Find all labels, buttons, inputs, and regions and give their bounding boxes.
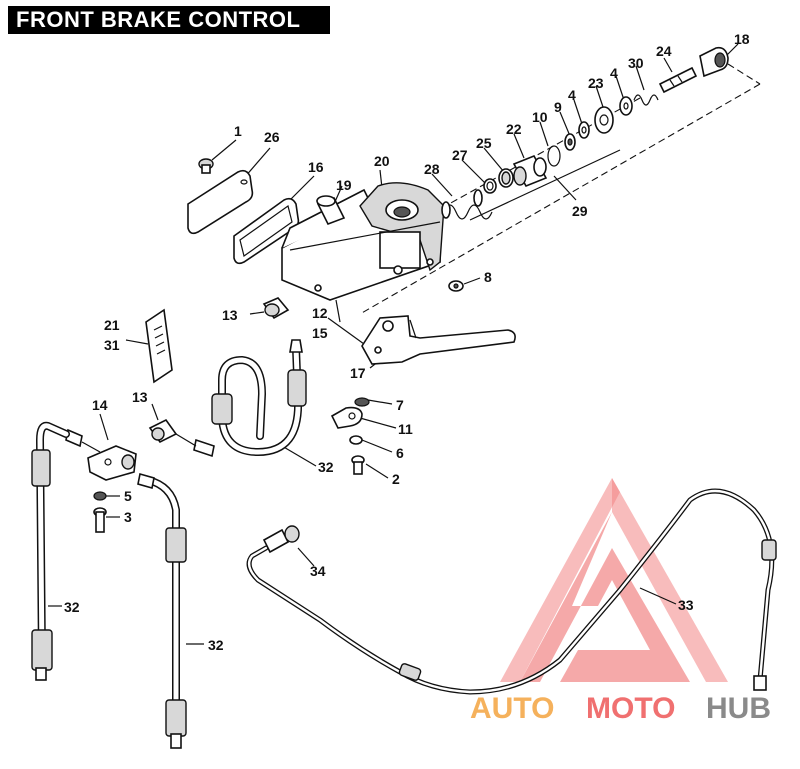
reservoir-cover xyxy=(187,169,254,235)
callout-3: 3 xyxy=(124,509,132,525)
callout-27: 27 xyxy=(452,147,468,163)
spring-seat xyxy=(483,178,497,194)
callout-17: 17 xyxy=(350,365,366,381)
pushrod xyxy=(658,66,698,94)
washer-b xyxy=(619,96,633,116)
callout-33: 33 xyxy=(678,597,694,613)
watermark-word-hub: HUB xyxy=(706,692,771,725)
callout-labels: 1 26 16 19 20 28 27 25 22 10 9 4 23 4 30… xyxy=(64,31,750,653)
hose-fitting-elbow xyxy=(148,418,197,447)
clamp-screw xyxy=(351,455,365,475)
bleeder-nut xyxy=(448,280,464,292)
callout-26: 26 xyxy=(264,129,280,145)
callout-16: 16 xyxy=(308,159,324,175)
watermark-word-moto: MOTO xyxy=(586,692,675,725)
center-brake-hose xyxy=(137,472,187,749)
callout-22: 22 xyxy=(506,121,522,137)
block-bolt xyxy=(93,507,107,533)
callout-7: 7 xyxy=(396,397,404,413)
callout-5: 5 xyxy=(124,488,132,504)
master-cylinder-body xyxy=(281,182,445,301)
callout-29: 29 xyxy=(572,203,588,219)
callout-10: 10 xyxy=(532,109,548,125)
piston-spring xyxy=(441,189,493,220)
secondary-cup xyxy=(564,133,576,151)
steel-brake-line xyxy=(246,488,777,695)
leader-lines xyxy=(48,43,739,645)
boot xyxy=(594,106,614,134)
watermark-logo xyxy=(500,478,728,682)
callout-25: 25 xyxy=(476,135,492,151)
pivot-pin xyxy=(316,195,346,226)
brake-lever xyxy=(361,315,516,365)
banjo-fitting xyxy=(262,297,290,320)
page-title: FRONT BRAKE CONTROL xyxy=(16,7,301,32)
callout-15: 15 xyxy=(312,325,328,341)
callout-32-left: 32 xyxy=(64,599,80,615)
caution-decal xyxy=(145,308,173,384)
clamp xyxy=(330,406,363,429)
callout-34: 34 xyxy=(310,563,326,579)
watermark-text: AUTO MOTO HUB xyxy=(470,692,771,725)
callout-32-center: 32 xyxy=(208,637,224,653)
nut xyxy=(354,397,370,407)
junction-block xyxy=(65,428,137,481)
piston-cup xyxy=(498,168,514,188)
callout-13-top: 13 xyxy=(222,307,238,323)
callout-9: 9 xyxy=(554,99,562,115)
callout-18: 18 xyxy=(734,31,750,47)
washer-a xyxy=(578,121,590,139)
pushrod-cap xyxy=(699,46,729,78)
callout-30: 30 xyxy=(628,55,644,71)
callout-23: 23 xyxy=(588,75,604,91)
left-brake-hose xyxy=(31,421,70,681)
callout-31: 31 xyxy=(104,337,120,353)
block-nut xyxy=(93,491,107,501)
callout-32-upper: 32 xyxy=(318,459,334,475)
cover-screw xyxy=(198,158,214,174)
callout-11: 11 xyxy=(398,421,413,437)
o-ring xyxy=(547,145,561,167)
callout-20: 20 xyxy=(374,153,390,169)
piston xyxy=(512,154,548,188)
callout-12: 12 xyxy=(312,305,328,321)
callout-4-left: 4 xyxy=(568,87,576,103)
callout-14: 14 xyxy=(92,397,108,413)
watermark-word-auto: AUTO xyxy=(470,692,554,725)
callout-8: 8 xyxy=(484,269,492,285)
pushrod-spring xyxy=(633,94,659,106)
line-fitting xyxy=(262,525,300,554)
callout-6: 6 xyxy=(396,445,404,461)
callout-28: 28 xyxy=(424,161,440,177)
callout-2: 2 xyxy=(392,471,400,487)
callout-19: 19 xyxy=(336,177,352,193)
callout-21: 21 xyxy=(104,317,120,333)
callout-1: 1 xyxy=(234,123,242,139)
callout-13-mid: 13 xyxy=(132,389,148,405)
callout-24: 24 xyxy=(656,43,672,59)
callout-4-right: 4 xyxy=(610,65,618,81)
lock-washer xyxy=(349,435,363,445)
title-bar: FRONT BRAKE CONTROL xyxy=(8,6,330,34)
upper-brake-hose xyxy=(193,339,307,458)
